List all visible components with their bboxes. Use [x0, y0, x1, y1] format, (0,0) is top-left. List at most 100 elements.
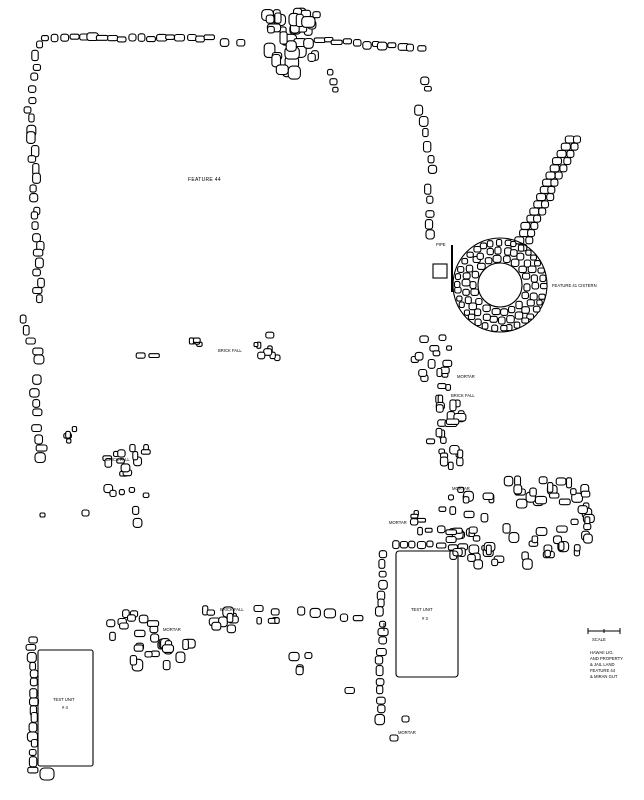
- stone: [187, 33, 197, 42]
- stone: [580, 490, 591, 498]
- stone: [566, 149, 575, 158]
- stone: [468, 526, 478, 534]
- stone: [560, 142, 571, 151]
- stone: [439, 456, 449, 467]
- stone: [374, 606, 384, 617]
- stone: [28, 756, 38, 768]
- stone: [445, 418, 460, 425]
- stone: [473, 559, 484, 570]
- stone: [514, 475, 522, 487]
- stone: [31, 424, 42, 433]
- stone: [556, 525, 568, 533]
- stone: [548, 492, 560, 499]
- stone: [175, 651, 186, 664]
- stone: [453, 280, 461, 289]
- stone: [285, 40, 297, 52]
- stone: [31, 221, 39, 230]
- stone: [288, 651, 300, 662]
- stone: [165, 34, 175, 40]
- stone: [482, 313, 491, 321]
- stone: [219, 38, 230, 47]
- stone: [389, 734, 399, 742]
- legend-line-3: & JAIL LAND: [590, 662, 615, 667]
- label-feature-41: FEATURE 41 CISTERN: [552, 283, 597, 288]
- stone: [425, 438, 436, 445]
- stone: [447, 494, 455, 501]
- stone: [422, 140, 432, 153]
- stone: [267, 25, 275, 34]
- test-unit-4-outline: [37, 649, 94, 767]
- stone: [491, 308, 501, 316]
- stone: [377, 704, 386, 714]
- stone: [29, 677, 38, 687]
- stone: [226, 612, 234, 623]
- stone: [449, 399, 457, 412]
- stone: [128, 33, 137, 42]
- stone: [474, 308, 482, 317]
- stone: [34, 434, 44, 445]
- stone: [529, 487, 537, 497]
- stone: [417, 45, 427, 52]
- scale-bar: [587, 628, 621, 634]
- stone: [117, 449, 126, 458]
- stone: [539, 274, 547, 283]
- stone: [536, 193, 547, 202]
- stone: [29, 193, 39, 203]
- stone: [466, 251, 474, 258]
- stone: [449, 506, 457, 515]
- stone: [529, 292, 538, 301]
- stone: [50, 33, 59, 43]
- stone: [253, 341, 259, 348]
- stone: [414, 351, 424, 361]
- stone: [399, 540, 409, 549]
- stone: [116, 458, 125, 464]
- stone: [69, 33, 80, 40]
- label-brick-fall-lower: BRICK FALL: [220, 607, 244, 612]
- label-mortar-c: MORTAR: [389, 520, 407, 525]
- stone: [377, 598, 385, 608]
- stone: [326, 68, 334, 76]
- stone: [375, 665, 384, 677]
- stone: [435, 427, 443, 438]
- stone: [558, 541, 565, 551]
- stone: [462, 288, 470, 296]
- stone: [486, 247, 494, 256]
- stone: [109, 631, 116, 641]
- stone: [27, 766, 39, 774]
- stone: [28, 722, 38, 733]
- label-pipe: PIPE: [436, 242, 446, 247]
- label-feature-44: FEATURE 44: [188, 177, 221, 183]
- stone: [533, 260, 542, 267]
- stone: [435, 404, 444, 413]
- stone: [447, 461, 454, 471]
- stone: [138, 614, 149, 624]
- stone: [182, 638, 189, 651]
- stone: [469, 281, 477, 290]
- stone: [480, 512, 489, 523]
- stone: [554, 171, 563, 180]
- stone: [456, 457, 464, 467]
- stone: [549, 164, 560, 173]
- stone: [28, 748, 37, 756]
- stone: [39, 767, 55, 781]
- stone: [132, 505, 140, 515]
- stone: [527, 229, 536, 238]
- stone: [374, 713, 386, 726]
- stone: [419, 335, 429, 344]
- stone: [104, 458, 113, 468]
- stone: [547, 482, 554, 493]
- stone: [162, 659, 171, 671]
- stone: [558, 498, 571, 506]
- stone: [106, 619, 116, 628]
- stone: [473, 245, 482, 253]
- stone: [533, 214, 542, 223]
- stone: [39, 512, 46, 518]
- stone: [376, 696, 386, 705]
- stone: [423, 85, 432, 92]
- label-test-unit-3-line1: TEST UNIT: [411, 607, 433, 612]
- stone: [287, 65, 301, 80]
- stone: [456, 295, 463, 302]
- stone: [29, 388, 40, 398]
- stone: [531, 281, 540, 290]
- stone: [32, 408, 43, 417]
